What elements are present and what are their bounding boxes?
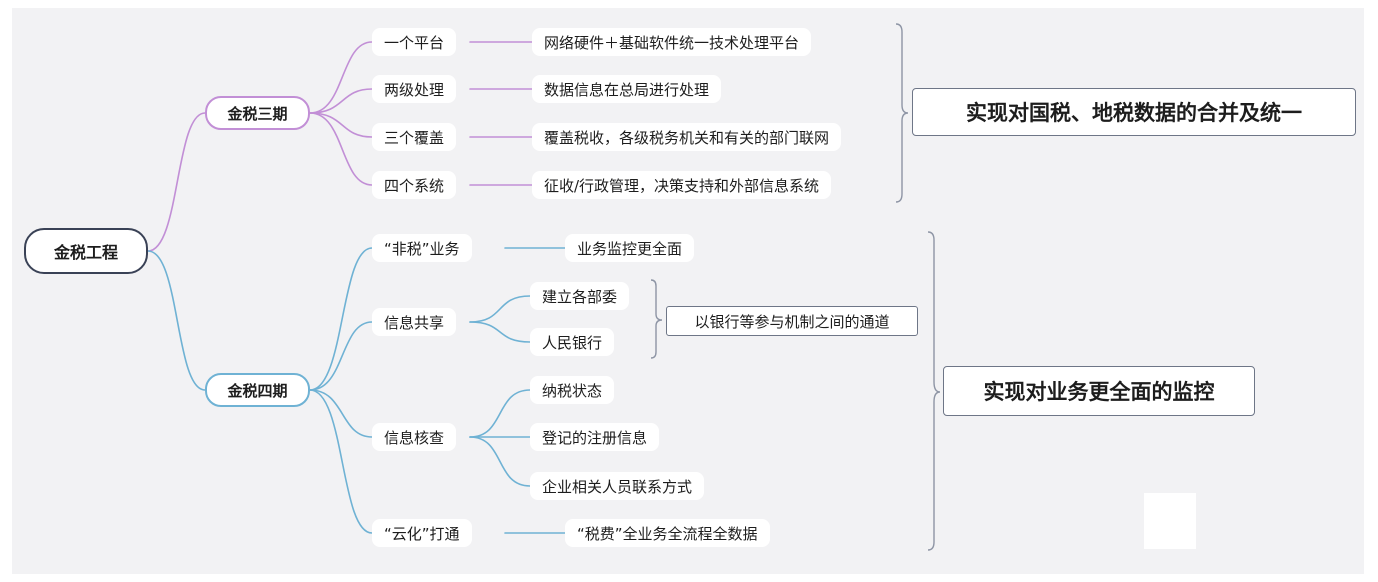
phase4-summary[interactable]: 实现对业务更全面的监控 (943, 366, 1255, 416)
root-node[interactable]: 金税工程 (24, 228, 148, 274)
link-share-detail1 (469, 295, 531, 323)
phase3-label: 金税三期 (227, 104, 288, 123)
phase3-detail-1[interactable]: 网络硬件＋基础软件统一技术处理平台 (532, 28, 812, 56)
link-root-phase4 (147, 250, 206, 391)
phase4-item-check[interactable]: 信息核查 (372, 423, 457, 451)
phase4-detail-share-2[interactable]: 人民银行 (530, 328, 615, 356)
root-label: 金税工程 (53, 243, 118, 262)
bracket-share (650, 279, 663, 359)
link-phase4-item4 (309, 389, 373, 534)
phase3-node[interactable]: 金税三期 (205, 96, 310, 130)
link-phase4-item1 (309, 247, 373, 391)
phase3-detail-3[interactable]: 覆盖税收，各级税务机关和有关的部门联网 (532, 123, 842, 151)
share-summary[interactable]: 以银行等参与机制之间的通道 (666, 306, 918, 336)
bracket-phase3 (895, 23, 909, 203)
phase4-label: 金税四期 (227, 381, 288, 400)
phase3-item-3[interactable]: 三个覆盖 (372, 123, 457, 151)
blank-patch (1144, 493, 1196, 549)
link-share-detail2 (469, 321, 531, 343)
phase3-item-1[interactable]: 一个平台 (372, 28, 457, 56)
bracket-phase4 (927, 231, 941, 551)
phase4-detail-share-1[interactable]: 建立各部委 (530, 282, 630, 310)
link-check-detail1 (469, 389, 531, 438)
phase4-item-cloud[interactable]: “云化”打通 (372, 519, 472, 547)
link-phase3-item1 (309, 41, 373, 114)
phase3-item-2[interactable]: 两级处理 (372, 75, 457, 103)
phase3-summary[interactable]: 实现对国税、地税数据的合并及统一 (912, 88, 1356, 136)
link-phase4-item2 (309, 321, 373, 391)
link-phase3-item4 (309, 112, 373, 186)
phase4-node[interactable]: 金税四期 (205, 373, 310, 407)
link-check-detail3 (469, 436, 531, 487)
phase3-item-4[interactable]: 四个系统 (372, 171, 457, 199)
phase4-detail-cloud[interactable]: “税费”全业务全流程全数据 (565, 519, 770, 547)
link-root-phase3 (147, 112, 206, 252)
phase4-detail-check-1[interactable]: 纳税状态 (530, 376, 615, 404)
link-phase4-item3 (309, 389, 373, 438)
link-phase3-item3 (309, 112, 373, 138)
phase4-detail-check-3[interactable]: 企业相关人员联系方式 (530, 472, 705, 500)
phase3-detail-4[interactable]: 征收/行政管理，决策支持和外部信息系统 (532, 171, 832, 199)
phase4-item-share[interactable]: 信息共享 (372, 308, 457, 336)
link-phase3-item2 (309, 88, 373, 114)
phase4-detail-feishui[interactable]: 业务监控更全面 (565, 234, 695, 262)
phase4-item-feishui[interactable]: “非税”业务 (372, 234, 472, 262)
phase4-detail-check-2[interactable]: 登记的注册信息 (530, 423, 660, 451)
phase3-detail-2[interactable]: 数据信息在总局进行处理 (532, 75, 722, 103)
